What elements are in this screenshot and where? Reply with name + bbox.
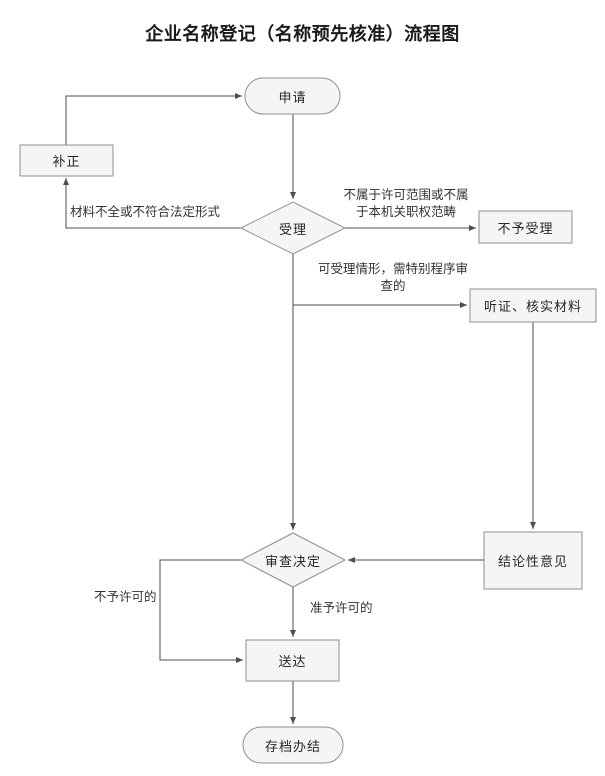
- hearing-node-shape: [469, 288, 597, 323]
- archive-node-shape: [242, 726, 344, 764]
- not-accepted-node-shape: [478, 210, 573, 244]
- diagram-title: 企业名称登记（名称预先核准）流程图: [145, 24, 460, 44]
- review-decision-shape: [239, 532, 347, 588]
- conclusive-opinion-node-shape: [483, 531, 583, 590]
- edge-acceptance-to-correction: [63, 178, 241, 229]
- edge-review-decision-to-delivery-not-permitted: [159, 559, 243, 663]
- acceptance-decision-shape: [239, 201, 347, 255]
- delivery-node-shape: [245, 639, 340, 682]
- apply-node-shape: [244, 77, 341, 115]
- correction-node-shape: [19, 144, 114, 177]
- edge-correction-to-apply: [65, 93, 242, 145]
